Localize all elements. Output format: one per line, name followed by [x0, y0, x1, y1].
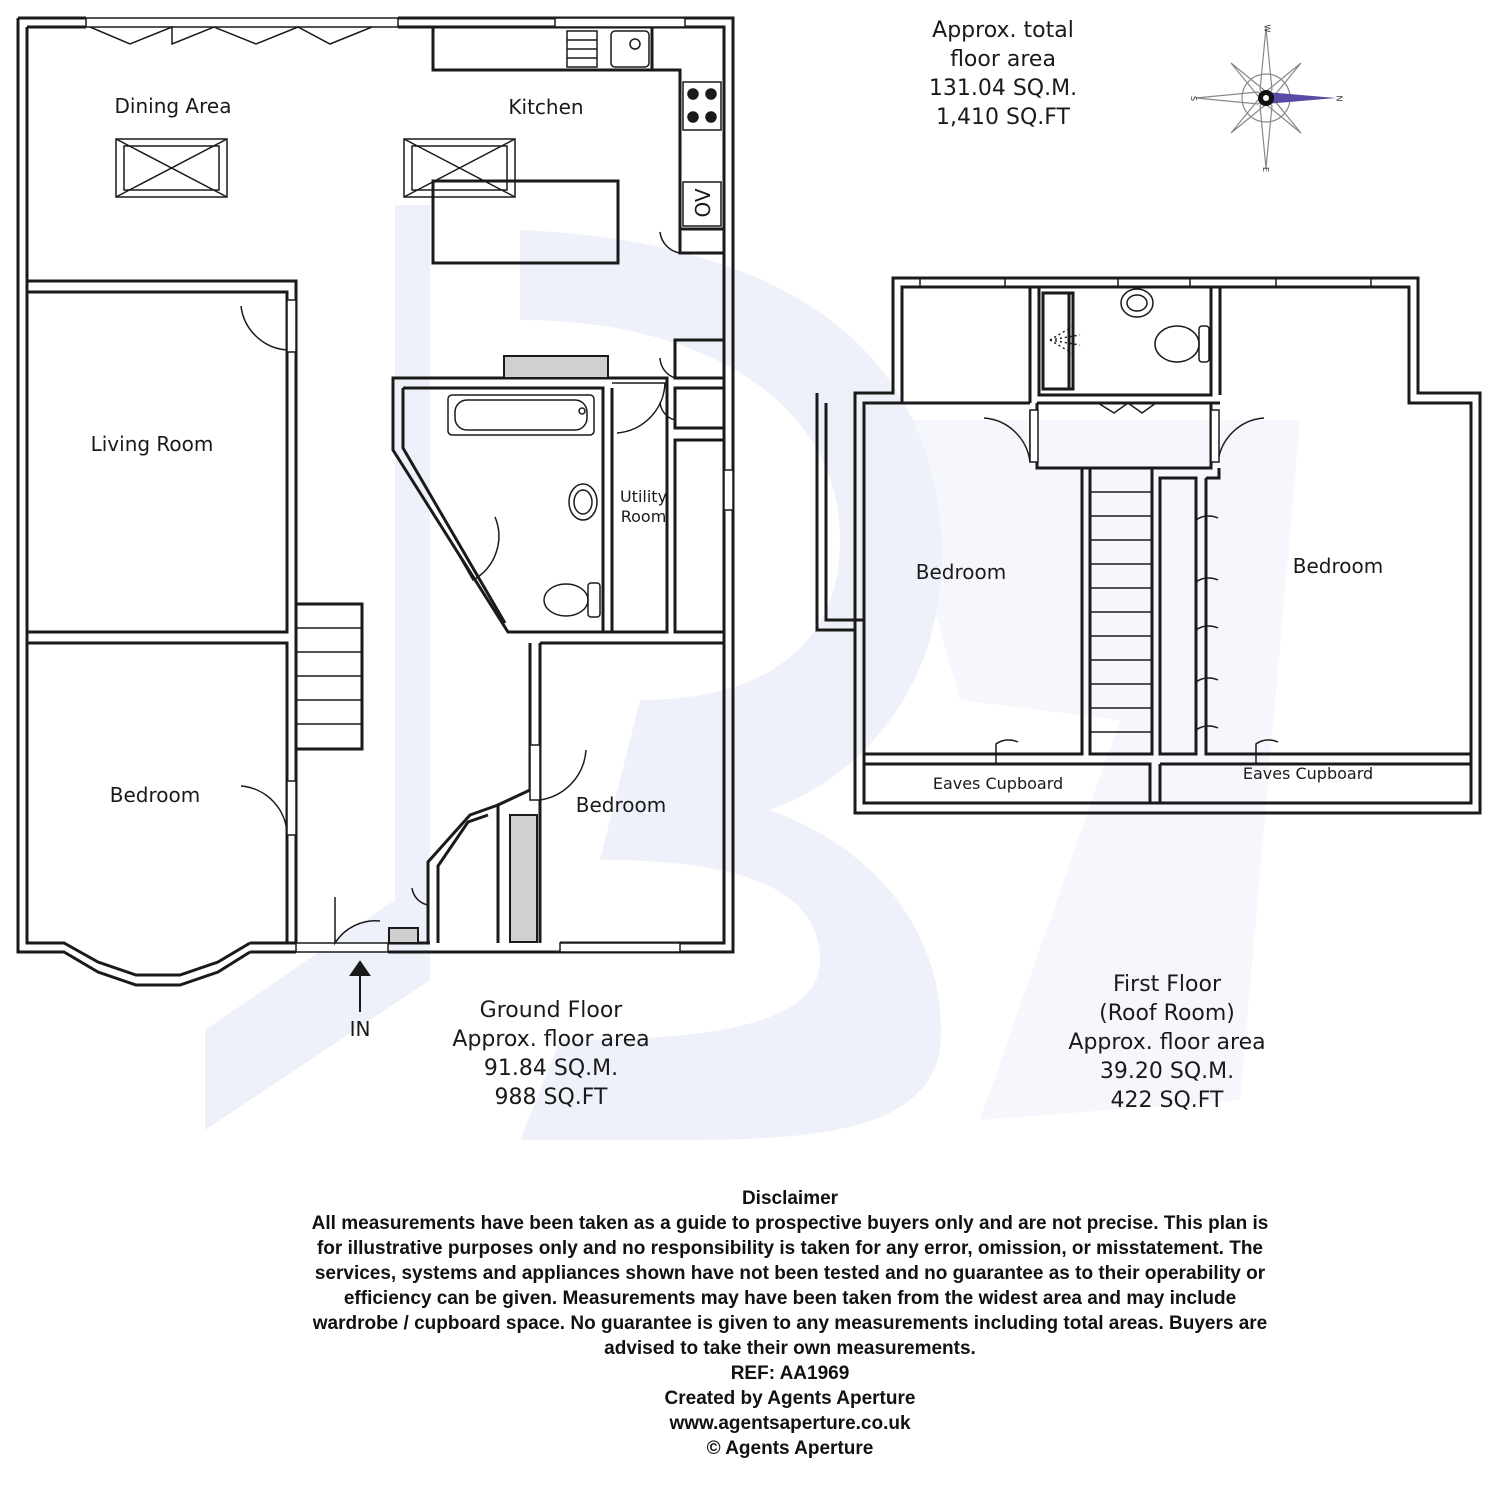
- room-label-utility-room: Utility Room: [612, 487, 675, 527]
- room-label-bedroom-first-right: Bedroom: [1292, 554, 1384, 578]
- room-label-eaves-left: Eaves Cupboard: [932, 774, 1064, 793]
- disclaimer-heading: Disclaimer: [741, 1188, 839, 1209]
- compass-east-label: E: [1261, 166, 1271, 173]
- first-floor-walls: [815, 276, 1482, 815]
- oven-label: OV: [691, 188, 715, 218]
- disclaimer-website-link[interactable]: www.agentsaperture.co.uk: [669, 1413, 911, 1434]
- total-area-line2: floor area: [950, 47, 1056, 72]
- disclaimer-line-2: for illustrative purposes only and no re…: [316, 1238, 1263, 1259]
- disclaimer-line-1: All measurements have been taken as a gu…: [311, 1213, 1269, 1234]
- ground-floor-sqft: 988 SQ.FT: [494, 1085, 608, 1110]
- chimney-breasts: [388, 355, 609, 944]
- first-floor-sqm: 39.20 SQ.M.: [1099, 1059, 1235, 1084]
- total-area-sqft: 1,410 SQ.FT: [936, 105, 1070, 130]
- room-label-bedroom-ground-left: Bedroom: [109, 783, 201, 807]
- ground-floor-area-block: Ground Floor Approx. floor area 91.84 SQ…: [421, 996, 681, 1112]
- disclaimer-line-6: advised to take their own measurements.: [604, 1338, 976, 1359]
- entrance-label: IN: [349, 1017, 371, 1041]
- room-label-eaves-right: Eaves Cupboard: [1242, 764, 1374, 783]
- utility-line-2: Room: [620, 507, 667, 526]
- total-area-line1: Approx. total: [932, 18, 1074, 43]
- entrance-arrow: [349, 960, 371, 1012]
- bifold-doors: [89, 25, 373, 46]
- disclaimer-line-4: efficiency can be given. Measurements ma…: [343, 1288, 1237, 1309]
- first-staircase: [1090, 491, 1152, 733]
- disclaimer-line-3: services, systems and appliances shown h…: [314, 1263, 1266, 1284]
- first-floor-fittings: [983, 288, 1279, 764]
- first-floor-sqft: 422 SQ.FT: [1110, 1088, 1224, 1113]
- windows: [85, 17, 1372, 953]
- ground-floor-sqm: 91.84 SQ.M.: [483, 1056, 619, 1081]
- disclaimer-line-5: wardrobe / cupboard space. No guarantee …: [312, 1313, 1268, 1334]
- compass-rose-icon: [1195, 27, 1336, 169]
- ground-floor-title: Ground Floor: [479, 998, 623, 1023]
- total-area-block: Approx. total floor area 131.04 SQ.M. 1,…: [893, 16, 1113, 132]
- utility-line-1: Utility: [619, 487, 668, 506]
- compass-north-label: N: [1334, 95, 1344, 102]
- ground-floor-area-label: Approx. floor area: [452, 1027, 650, 1052]
- disclaimer-created-by: Created by Agents Aperture: [664, 1388, 916, 1409]
- bathroom-fittings: [447, 394, 601, 618]
- room-label-bedroom-ground-right: Bedroom: [575, 793, 667, 817]
- total-area-sqm: 131.04 SQ.M.: [928, 76, 1078, 101]
- first-floor-subtitle: (Roof Room): [1099, 1001, 1235, 1026]
- door-swings: [240, 229, 681, 946]
- kitchen-fittings: [115, 30, 722, 227]
- room-label-kitchen: Kitchen: [508, 95, 584, 119]
- disclaimer-block: Disclaimer All measurements have been ta…: [150, 1186, 1430, 1461]
- room-label-bedroom-first-left: Bedroom: [915, 560, 1007, 584]
- ground-staircase: [296, 627, 362, 725]
- disclaimer-copyright: © Agents Aperture: [706, 1438, 874, 1459]
- first-floor-area-label: Approx. floor area: [1068, 1030, 1266, 1055]
- first-floor-title: First Floor: [1112, 972, 1222, 997]
- compass-west-label: W: [1262, 24, 1272, 33]
- room-label-living-room: Living Room: [90, 432, 214, 456]
- room-label-dining-area: Dining Area: [114, 94, 232, 118]
- first-floor-area-block: First Floor (Roof Room) Approx. floor ar…: [1037, 970, 1297, 1115]
- disclaimer-ref: REF: AA1969: [730, 1363, 850, 1384]
- compass-south-label: S: [1189, 95, 1199, 102]
